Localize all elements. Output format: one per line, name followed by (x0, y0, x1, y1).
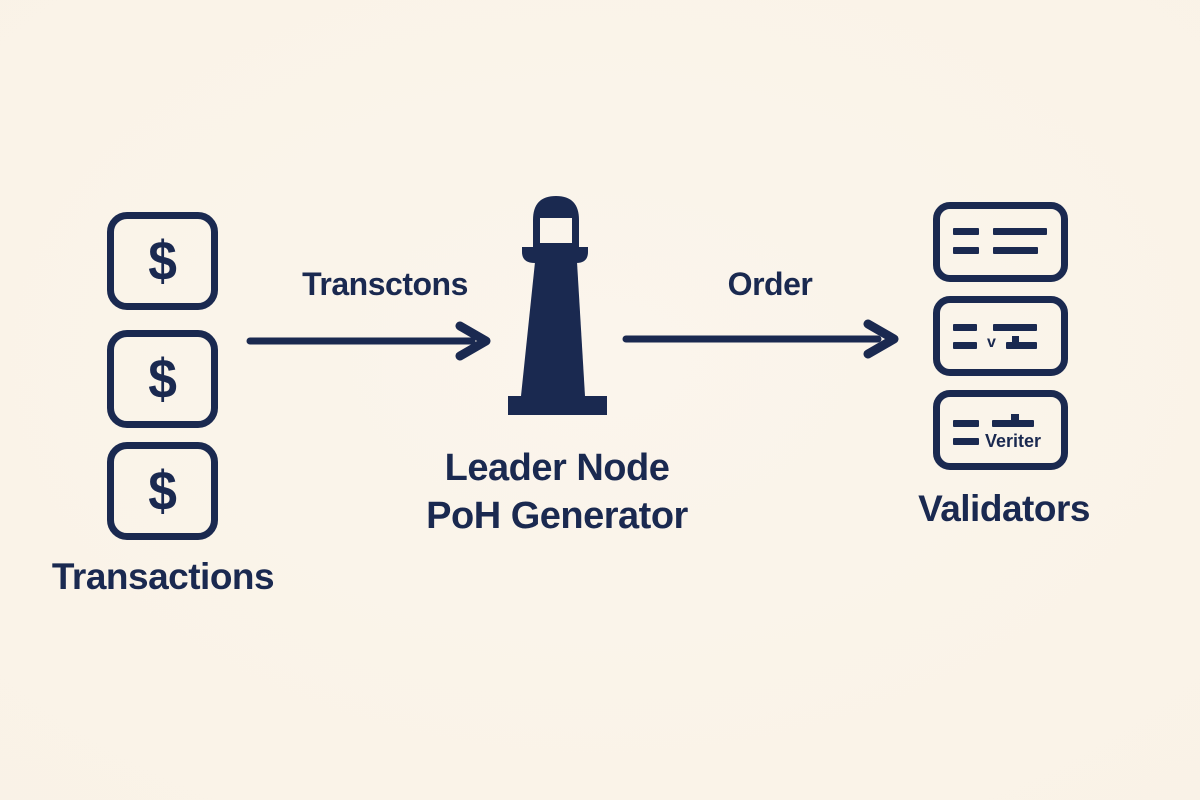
veriter-text: Veriter (985, 431, 1042, 451)
text-line-icon (953, 342, 977, 349)
text-line-icon (953, 438, 979, 445)
transaction-box: $ (107, 212, 218, 310)
arrow2-label: Order (727, 266, 813, 302)
validator-card: Veriter (933, 390, 1068, 470)
text-line-icon (953, 228, 979, 235)
arrow1-label: Transctons (302, 266, 468, 302)
validator-card (933, 202, 1068, 282)
lighthouse-icon (508, 196, 607, 415)
arrow-right-icon (622, 319, 899, 359)
tick-mark-icon (1011, 414, 1019, 421)
validator-v-text: v (987, 334, 996, 351)
text-line-icon (993, 228, 1047, 235)
dollar-icon: $ (148, 347, 177, 410)
leader-node-label: Leader Node PoH Generator (380, 444, 734, 540)
leader-node-line2: PoH Generator (426, 495, 688, 537)
tick-mark-icon (1012, 336, 1019, 343)
leader-node-line1: Leader Node (444, 447, 670, 489)
text-line-icon (953, 247, 979, 254)
dollar-icon: $ (148, 459, 177, 522)
text-line-icon (953, 420, 979, 427)
transactions-label: Transactions (51, 556, 275, 597)
transaction-box: $ (107, 330, 218, 428)
validator-card: v (933, 296, 1068, 376)
text-line-icon (993, 324, 1037, 331)
arrow-right-icon (246, 321, 491, 361)
text-line-icon (993, 247, 1038, 254)
text-line-icon (953, 324, 977, 331)
transaction-box: $ (107, 442, 218, 540)
dollar-icon: $ (148, 229, 177, 292)
text-line-icon (1006, 342, 1037, 349)
validators-label: Validators (918, 488, 1090, 529)
text-line-icon (992, 420, 1034, 427)
